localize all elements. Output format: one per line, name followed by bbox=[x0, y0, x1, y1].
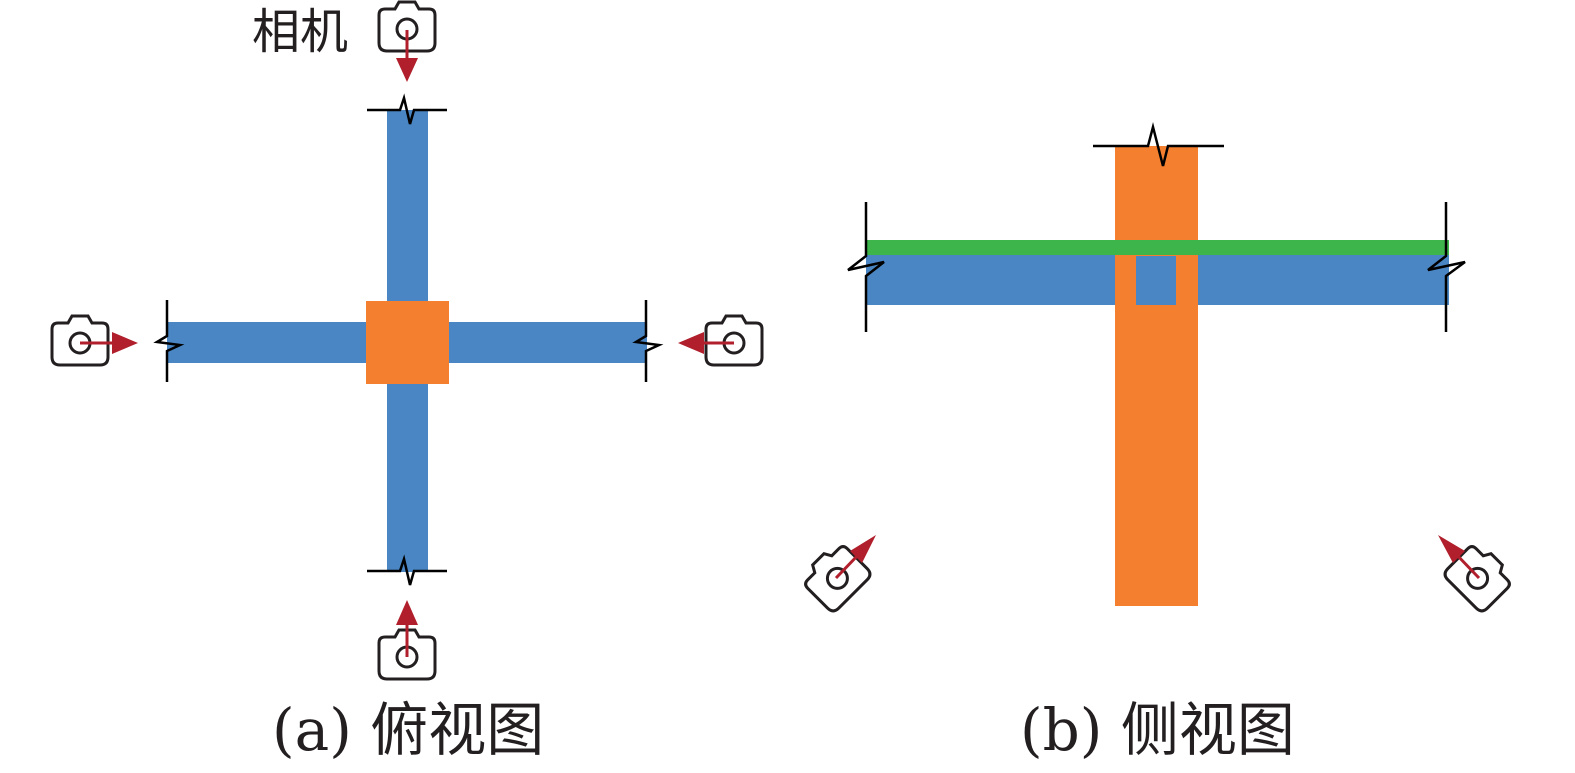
break-line-top bbox=[367, 93, 447, 125]
break-line-left bbox=[153, 300, 185, 382]
camera-icon bbox=[704, 314, 764, 367]
camera-bottom bbox=[377, 600, 437, 681]
viewing-direction-arrow bbox=[834, 551, 862, 580]
camera-label: 相机 bbox=[252, 4, 348, 60]
camera-left bbox=[50, 314, 138, 367]
break-line-beam-right bbox=[1427, 202, 1466, 332]
column-top-view bbox=[366, 301, 449, 384]
camera-side-left bbox=[797, 535, 876, 616]
slab-side-view bbox=[866, 240, 1449, 255]
camera-icon bbox=[50, 314, 110, 367]
column-side-view-lower bbox=[1115, 305, 1198, 606]
break-line-bottom bbox=[367, 554, 447, 586]
break-line-right bbox=[632, 300, 664, 382]
break-line-column-top bbox=[1093, 122, 1224, 167]
panel-b-side-view: (b) 侧视图 bbox=[797, 122, 1518, 764]
camera-side-right bbox=[1438, 535, 1518, 616]
panel-a-caption: (a) 俯视图 bbox=[272, 696, 544, 764]
camera-right bbox=[678, 314, 764, 367]
camera-top bbox=[377, 0, 437, 82]
viewing-direction-arrow bbox=[1453, 551, 1481, 580]
panel-b-caption: (b) 侧视图 bbox=[1020, 696, 1295, 764]
beam-side-view bbox=[866, 252, 1449, 305]
column-side-view-upper bbox=[1115, 146, 1198, 256]
break-line-beam-left bbox=[847, 202, 885, 332]
panel-a-top-view: 相机 (a) 俯视图 bbox=[50, 0, 764, 764]
